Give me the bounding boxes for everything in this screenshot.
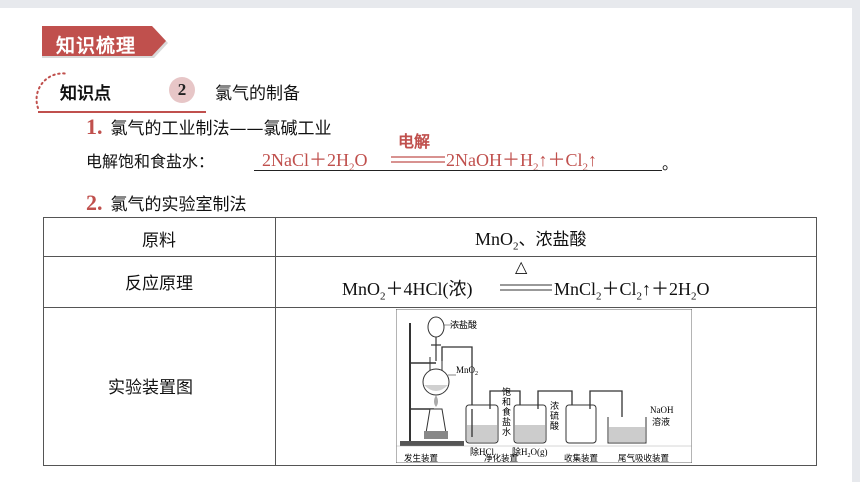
knowledge-point-underline (38, 111, 206, 113)
table-border-bottom (43, 465, 817, 466)
reaction-reactants: MnO2＋4HCl(浓) (342, 279, 473, 303)
label-solution: 溶液 (652, 416, 670, 427)
section-1-number: 1. (86, 114, 103, 139)
reaction-equals-sign (500, 284, 552, 291)
row-2-label: 反应原理 (125, 274, 193, 294)
label-conc-h2so4: 浓硫酸 (550, 401, 559, 431)
electrolysis-reactants: 2NaCl＋2H2O (262, 150, 368, 174)
table-border-top (43, 217, 817, 218)
label-sat-brine: 饱和食盐水 (502, 386, 511, 437)
section-1-title: 氯气的工业制法——氯碱工业 (110, 119, 332, 139)
svg-text:酸: 酸 (550, 421, 559, 431)
svg-text:和: 和 (502, 397, 511, 407)
knowledge-point-label: 知识点 (60, 84, 111, 104)
section-2-number: 2. (86, 190, 103, 215)
table-column-divider (275, 217, 276, 466)
electrolysis-products: 2NaOH＋H2↑＋Cl2↑ (446, 150, 598, 174)
knowledge-point-title: 氯气的制备 (215, 84, 300, 104)
right-stripe (852, 0, 860, 482)
electrolysis-equals-sign (391, 156, 445, 163)
label-mno2: MnO2 (456, 365, 478, 377)
label-conc-hcl: 浓盐酸 (450, 319, 477, 330)
label-tail-gas: 尾气吸收装置 (618, 453, 670, 463)
apparatus-diagram: 浓盐酸 MnO2 饱和食盐水 浓硫酸 NaOH 溶液 除HCl 除H2O(g) … (396, 309, 692, 463)
table-row-divider-1 (43, 256, 817, 257)
label-remove-hcl: 除HCl (470, 446, 495, 457)
knowledge-point-number: 2 (169, 77, 195, 103)
section-2-heading: 2. 氯气的实验室制法 (86, 190, 247, 216)
electrolysis-period: 。 (662, 154, 679, 173)
table-border-right (816, 217, 817, 466)
electrolysis-condition: 电解 (398, 132, 431, 151)
section-banner: 知识梳理 (42, 26, 182, 64)
section-2-title: 氯气的实验室制法 (110, 195, 247, 215)
svg-text:浓: 浓 (550, 401, 559, 411)
dotted-arc-icon (35, 72, 69, 109)
label-naoh: NaOH (650, 405, 674, 415)
label-purification: 净化装置 (484, 453, 519, 463)
electrolysis-answer-line (254, 170, 662, 171)
section-1-heading: 1. 氯气的工业制法——氯碱工业 (86, 114, 332, 140)
row-1-value: MnO2、浓盐酸 (475, 229, 587, 253)
svg-text:水: 水 (502, 426, 511, 437)
banner-arrow-shape (42, 26, 168, 58)
reaction-products: MnCl2＋Cl2↑＋2H2O (554, 279, 710, 303)
label-collection: 收集装置 (564, 453, 599, 463)
svg-text:盐: 盐 (502, 416, 511, 427)
row-3-label: 实验装置图 (108, 378, 193, 398)
svg-text:硫: 硫 (550, 410, 559, 421)
banner-title: 知识梳理 (56, 35, 137, 57)
top-stripe (0, 0, 860, 8)
table-row-divider-2 (43, 307, 817, 308)
svg-text:饱: 饱 (502, 386, 511, 397)
label-remove-h2o: 除H2O(g) (512, 446, 548, 459)
electrolysis-label: 电解饱和食盐水： (86, 152, 215, 171)
svg-text:食: 食 (502, 406, 511, 417)
label-generation: 发生装置 (404, 453, 439, 463)
reaction-heat-condition: △ (515, 259, 528, 276)
row-1-label: 原料 (142, 231, 176, 251)
lab-preparation-table: 原料 MnO2、浓盐酸 反应原理 △ MnO2＋4HCl(浓) MnCl2＋Cl… (43, 217, 817, 466)
knowledge-point-header: 知识点 2 氯气的制备 (35, 70, 300, 114)
table-border-left (43, 217, 44, 466)
